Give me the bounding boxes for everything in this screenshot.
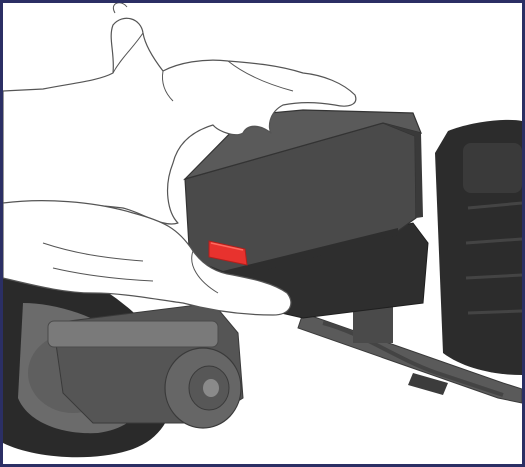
illustration-svg bbox=[3, 3, 522, 464]
seat-back-icon bbox=[435, 120, 522, 375]
